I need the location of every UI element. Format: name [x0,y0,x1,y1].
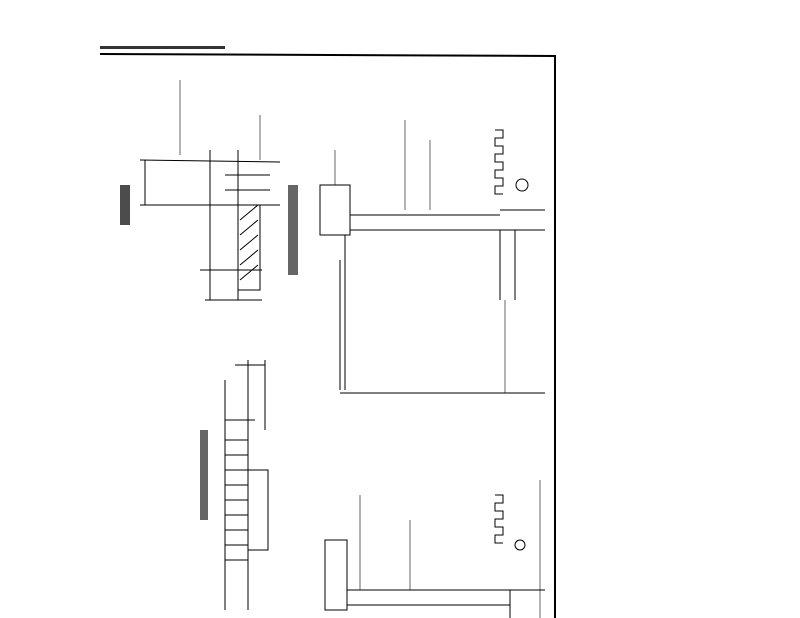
detail-main-section [288,120,545,394]
detail-ladder [200,360,269,610]
detail-upper-left [120,80,281,301]
detail-lower-section [324,480,545,618]
sheet-border [99,53,557,618]
header-text-smudge [100,46,225,49]
